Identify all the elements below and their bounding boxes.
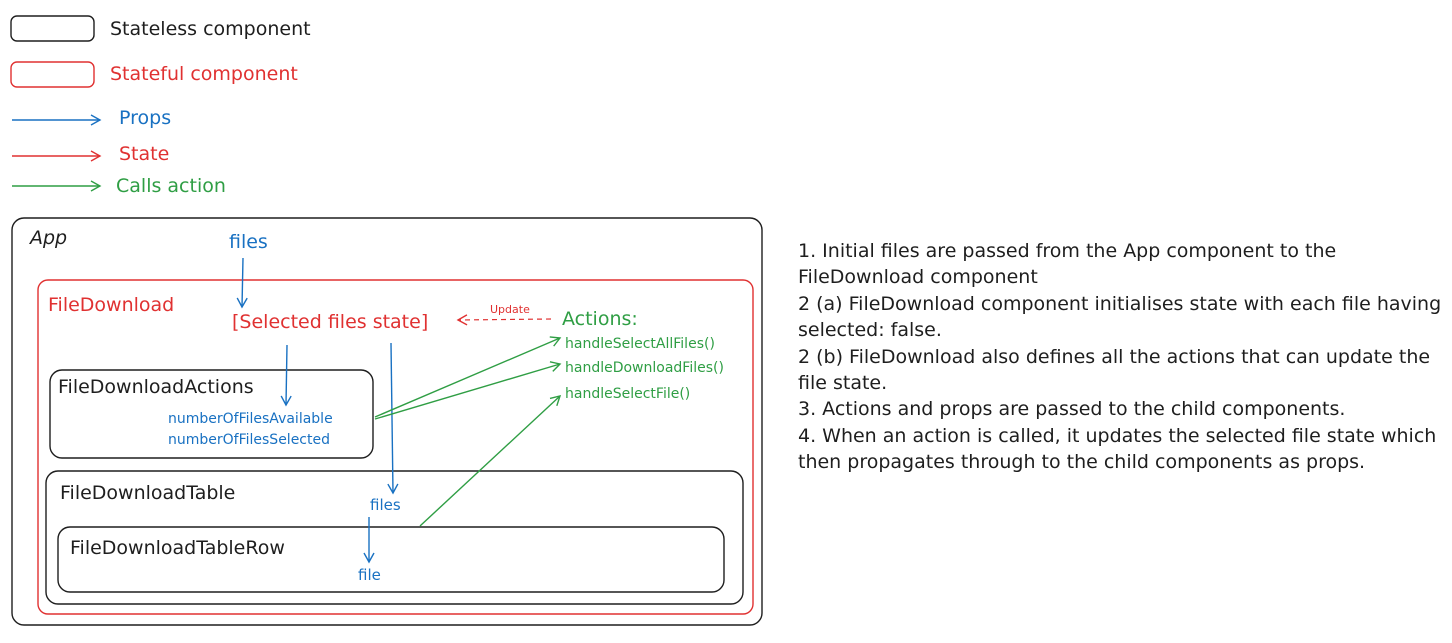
file-download-table-label: FileDownloadTable xyxy=(60,482,235,504)
prop-number-of-files-available: numberOfFilesAvailable xyxy=(168,411,333,427)
arrow-actions-update-state xyxy=(456,314,552,326)
legend-state-label: State xyxy=(119,143,169,165)
legend-calls-action-label: Calls action xyxy=(116,175,226,197)
legend-stateless-swatch xyxy=(10,15,95,42)
update-label: Update xyxy=(490,303,530,316)
notes-panel: 1. Initial files are passed from the App… xyxy=(798,238,1444,476)
table-files-label: files xyxy=(370,496,401,514)
file-download-table-row-label: FileDownloadTableRow xyxy=(70,537,285,559)
prop-number-of-files-selected: numberOfFilesSelected xyxy=(168,432,330,448)
note-item: 3. Actions and props are passed to the c… xyxy=(798,398,1346,421)
note-item: 4. When an action is called, it updates … xyxy=(798,424,1437,474)
file-download-box xyxy=(37,279,754,615)
legend-props-label: Props xyxy=(119,107,171,129)
legend-stateful-swatch xyxy=(10,61,95,88)
arrow-state-to-actions-props xyxy=(280,344,292,407)
app-files-label: files xyxy=(229,231,268,253)
app-label: App xyxy=(28,227,67,249)
arrow-call-select-all-files xyxy=(374,336,562,418)
row-file-label: file xyxy=(358,566,381,584)
file-download-label: FileDownload xyxy=(48,294,174,316)
note-item: 1. Initial files are passed from the App… xyxy=(798,240,1337,289)
legend-stateless-label: Stateless component xyxy=(110,18,311,40)
arrow-state-to-table-files xyxy=(387,342,399,495)
selected-files-state: [Selected files state] xyxy=(232,311,428,333)
note-item: 2 (a) FileDownload component initialises… xyxy=(798,292,1442,342)
file-download-actions-label: FileDownloadActions xyxy=(58,376,254,398)
action-handle-select-file: handleSelectFile() xyxy=(565,386,690,402)
actions-title: Actions: xyxy=(562,308,638,330)
app-box xyxy=(11,217,763,626)
file-download-table-box xyxy=(45,470,744,605)
note-item: 2 (b) FileDownload also defines all the … xyxy=(798,345,1431,395)
action-handle-download-files: handleDownloadFiles() xyxy=(565,360,724,376)
legend: Stateless component Stateful component P… xyxy=(10,15,311,197)
arrow-call-select-file xyxy=(419,395,562,527)
arrow-call-download-files xyxy=(374,361,562,420)
file-download-table-row-box xyxy=(57,526,725,593)
file-download-actions-box xyxy=(49,369,374,459)
action-handle-select-all-files: handleSelectAllFiles() xyxy=(565,336,715,352)
legend-stateful-label: Stateful component xyxy=(110,63,298,85)
arrow-files-to-state xyxy=(236,257,248,309)
